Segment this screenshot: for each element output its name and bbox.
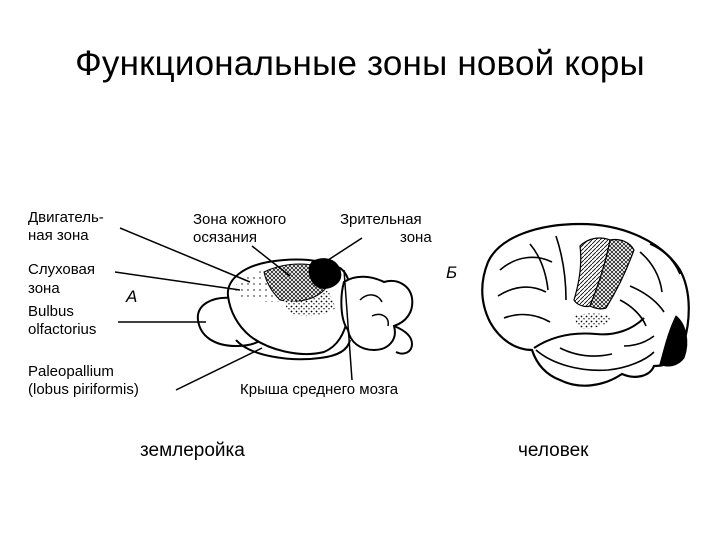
motor-zone (284, 290, 336, 317)
label-somato-1: Зона кожного (193, 211, 286, 228)
label-paleo-2: (lobus piriformis) (28, 381, 139, 398)
medulla (393, 325, 414, 355)
piriform-lobe (235, 339, 351, 361)
diagram-labels: Двигатель- ная зона Зона кожного осязани… (28, 209, 457, 398)
shrew-brain (196, 258, 414, 361)
panel-label-a: A (125, 287, 137, 306)
visual-zone-black (308, 258, 342, 289)
human-somato-strip (589, 238, 635, 310)
sylvian-fissure (533, 317, 645, 349)
human-brain (481, 222, 690, 387)
label-auditory-2: зона (28, 280, 60, 297)
human-visual-zone (659, 315, 688, 367)
panel-label-b: Б (446, 263, 457, 282)
human-auditory-zone (574, 313, 612, 329)
label-tectum: Крыша среднего мозга (240, 381, 399, 398)
leader-lines (114, 227, 363, 391)
label-bulbus-2: olfactorius (28, 321, 96, 338)
label-bulbus-1: Bulbus (28, 303, 74, 320)
slide-title: Функциональные зоны новой коры (75, 44, 645, 83)
label-paleo-1: Paleopallium (28, 363, 114, 380)
caption-human: человек (518, 440, 589, 461)
caption-shrew: землеройка (140, 440, 245, 461)
label-visual-1: Зрительная (340, 211, 422, 228)
label-motor-1: Двигатель- (28, 209, 104, 226)
label-auditory-1: Слуховая (28, 261, 95, 278)
label-visual-2: зона (400, 229, 432, 246)
midbrain-tectum (340, 275, 414, 352)
label-motor-2: ная зона (28, 227, 89, 244)
label-somato-2: осязания (193, 229, 257, 246)
